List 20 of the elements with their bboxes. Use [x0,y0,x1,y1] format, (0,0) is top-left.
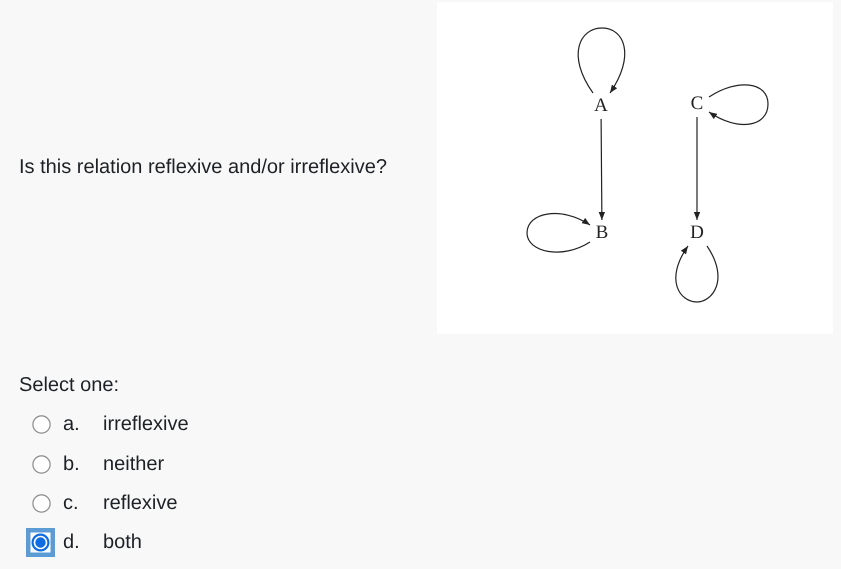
option-text: both [103,530,142,554]
vertex-label: C [685,91,709,117]
loop-arrow [526,212,590,253]
loop-arrow [578,27,626,94]
question-text: Is this relation reflexive and/or irreflexive? [19,155,387,179]
arrow [598,119,606,220]
option-letter: b. [63,452,80,476]
option-letter: d. [63,530,80,554]
option-letter: c. [63,491,79,515]
prompt-text: Select one: [19,373,120,397]
option-text: neither [103,452,164,476]
option-letter: a. [63,412,80,436]
loop-arrow [708,84,769,126]
vertex-label: D [685,220,709,246]
loop-arrow [675,246,719,303]
vertex-label: A [589,93,613,119]
vertex-label: B [590,220,614,246]
option-text: irreflexive [103,412,189,436]
arrow [694,117,700,220]
option-text: reflexive [103,491,178,515]
